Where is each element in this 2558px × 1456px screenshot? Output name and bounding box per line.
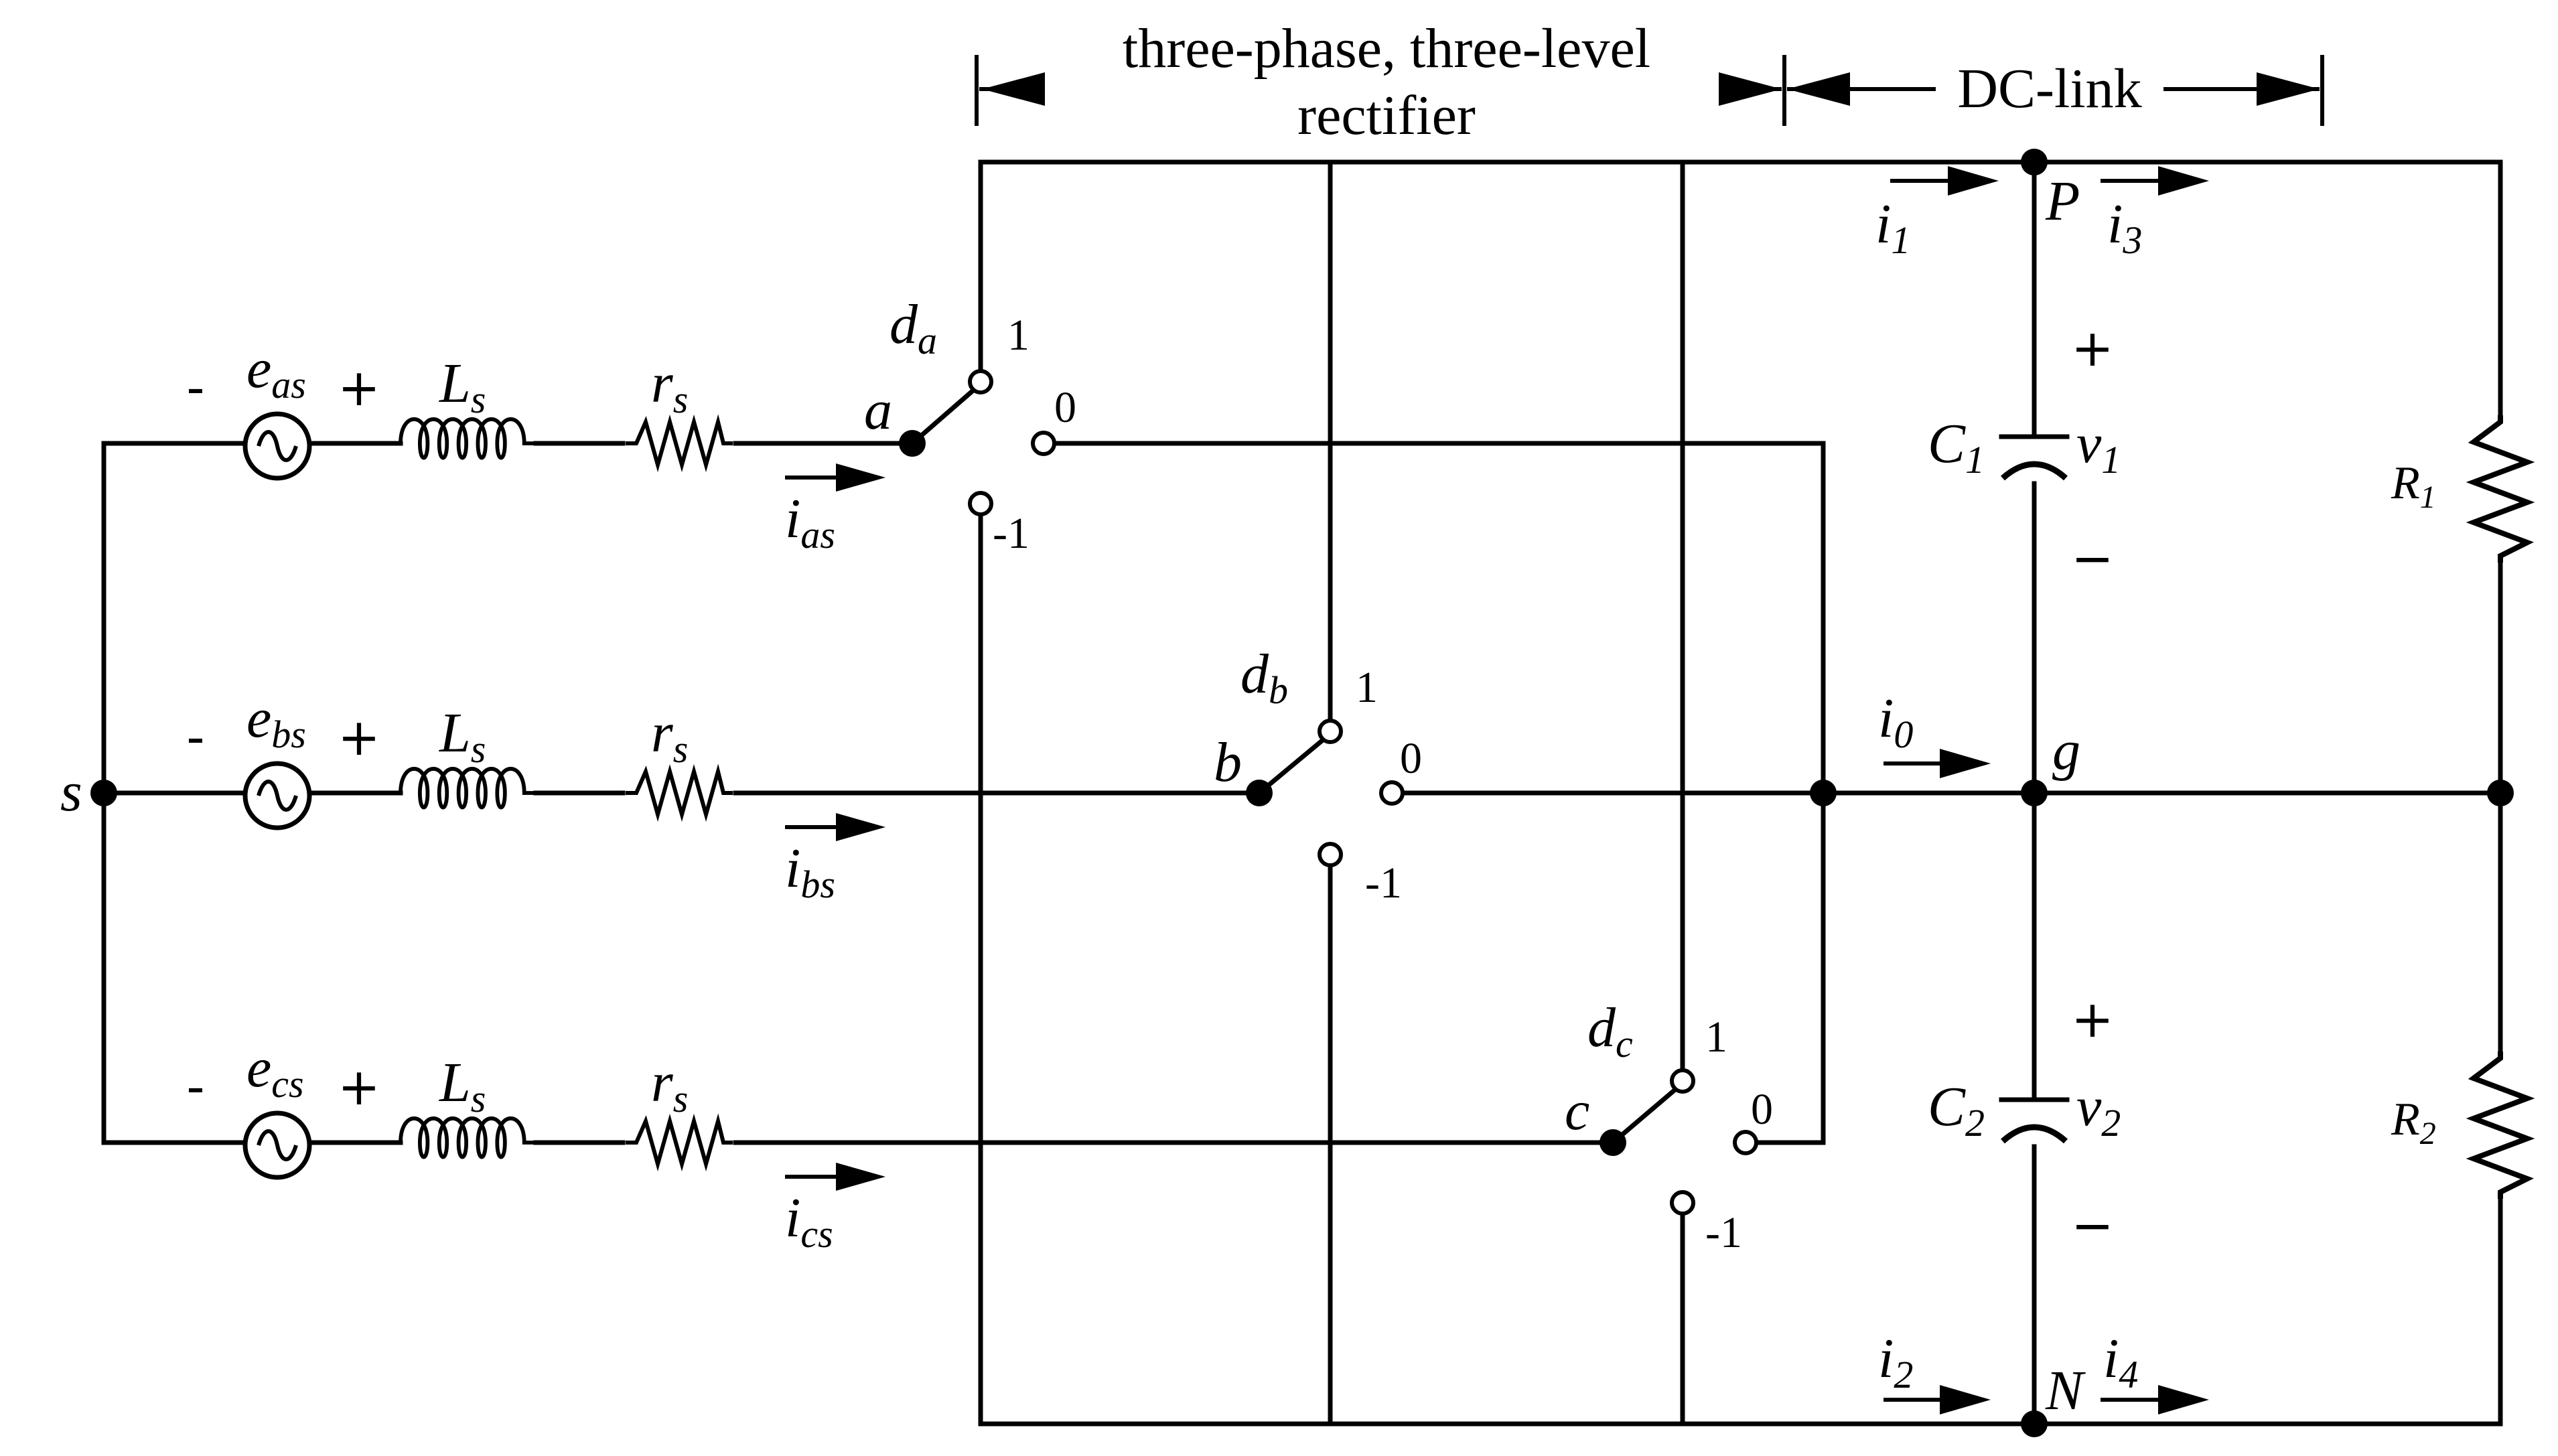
voltage-v2-label: v2 bbox=[2076, 1076, 2121, 1145]
node-c-label: c bbox=[1565, 1080, 1589, 1142]
switch-b-terminal-1 bbox=[1318, 719, 1343, 744]
current-ics-label: ics bbox=[785, 1187, 833, 1256]
resistor-r1-label: R1 bbox=[2391, 457, 2436, 515]
switch-c-level-1: 1 bbox=[1705, 1013, 1727, 1062]
source-b-minus: - bbox=[186, 707, 204, 767]
voltage-v1-label: v1 bbox=[2076, 413, 2121, 482]
capacitor-c2-icon bbox=[1999, 1097, 2070, 1144]
resistor-c-label: rs bbox=[651, 1051, 688, 1120]
ac-source-b-icon bbox=[245, 763, 309, 828]
resistor-r2-label: R2 bbox=[2391, 1094, 2436, 1151]
switch-a-terminal-0 bbox=[1031, 431, 1056, 456]
current-i3-label: i3 bbox=[2107, 193, 2142, 262]
switch-c-terminal-0 bbox=[1733, 1130, 1758, 1155]
switch-da-label: da bbox=[890, 293, 937, 362]
current-i1-label: i1 bbox=[1875, 193, 1910, 262]
node-s bbox=[90, 780, 117, 806]
resistor-a-icon bbox=[626, 422, 733, 465]
resistor-r1-icon bbox=[2474, 415, 2527, 563]
current-ias-label: ias bbox=[785, 488, 835, 557]
node-p bbox=[2021, 149, 2048, 175]
node-s-label: s bbox=[60, 761, 82, 823]
wiring bbox=[101, 159, 2503, 1427]
current-i4-label: i4 bbox=[2103, 1327, 2138, 1396]
switch-a-level-0: 0 bbox=[1054, 383, 1076, 432]
phase-a: - + eas Ls rs ias a da 1 0 -1 bbox=[186, 293, 1076, 558]
switch-a-terminal-1 bbox=[968, 369, 993, 394]
switch-c-level-0: 0 bbox=[1751, 1085, 1773, 1134]
switch-c-terminal-1 bbox=[1670, 1068, 1695, 1094]
source-b-plus: + bbox=[338, 707, 380, 767]
phase-b: - + ebs Ls rs ibs b db 1 0 -1 bbox=[186, 643, 1422, 907]
dclink-bracket: DC-link bbox=[1787, 55, 2324, 126]
inductor-b-label: Ls bbox=[439, 702, 486, 771]
switch-b-level-1: 1 bbox=[1356, 663, 1378, 712]
switch-dc-label: dc bbox=[1587, 997, 1633, 1066]
inductor-a-icon bbox=[401, 419, 536, 458]
source-c-label: ecs bbox=[246, 1037, 304, 1106]
rectifier-title-line2: rectifier bbox=[1297, 84, 1476, 147]
ac-source-a-icon bbox=[245, 414, 309, 478]
capacitor-c2-plus: + bbox=[2071, 989, 2114, 1049]
switch-c-terminal-minus1 bbox=[1670, 1190, 1695, 1216]
source-a-minus: - bbox=[186, 358, 204, 417]
capacitor-c1-label: C1 bbox=[1928, 413, 1985, 482]
node-g bbox=[2021, 780, 2048, 806]
node-n-label: N bbox=[2045, 1360, 2086, 1422]
phase-c: - + ecs Ls rs ics c dc 1 0 -1 bbox=[186, 997, 1773, 1257]
capacitor-c2-minus: − bbox=[2071, 1195, 2114, 1255]
current-i2-label: i2 bbox=[1878, 1327, 1913, 1396]
resistor-a-label: rs bbox=[651, 352, 688, 421]
junction-resistors bbox=[2487, 780, 2514, 806]
node-n bbox=[2021, 1410, 2048, 1437]
rectifier-title-line1: three-phase, three-level bbox=[1123, 17, 1650, 80]
dclink-title: DC-link bbox=[1957, 58, 2141, 120]
switch-c-level-minus1: -1 bbox=[1705, 1208, 1742, 1257]
node-g-label: g bbox=[2052, 719, 2080, 782]
switch-db-label: db bbox=[1240, 643, 1288, 712]
node-p-label: P bbox=[2045, 170, 2080, 232]
switch-a-level-minus1: -1 bbox=[993, 509, 1029, 558]
rectifier-bracket: three-phase, three-level rectifier bbox=[975, 17, 1786, 147]
source-a-label: eas bbox=[246, 338, 306, 407]
node-a-label: a bbox=[864, 379, 892, 441]
ac-source-c-icon bbox=[245, 1113, 309, 1177]
capacitor-c2-label: C2 bbox=[1928, 1076, 1985, 1145]
source-c-minus: - bbox=[186, 1057, 204, 1116]
capacitor-c1-minus: − bbox=[2071, 528, 2114, 588]
resistor-r2-icon bbox=[2474, 1051, 2527, 1199]
resistor-b-label: rs bbox=[651, 702, 688, 771]
source-b-label: ebs bbox=[246, 687, 306, 756]
capacitor-c1-icon bbox=[1999, 434, 2070, 481]
resistor-c-icon bbox=[626, 1121, 733, 1164]
switch-b-level-0: 0 bbox=[1400, 734, 1422, 783]
dc-link: P g N i1 i3 i0 i2 i4 C1 v1 + − C bbox=[1810, 149, 2527, 1437]
inductor-b-icon bbox=[401, 769, 536, 808]
source-c-plus: + bbox=[338, 1057, 380, 1116]
junction-neutral bbox=[1810, 780, 1837, 806]
capacitor-c1-plus: + bbox=[2071, 318, 2114, 378]
switch-b-terminal-0 bbox=[1379, 780, 1405, 806]
inductor-c-label: Ls bbox=[439, 1051, 486, 1120]
switch-a-terminal-minus1 bbox=[968, 491, 993, 516]
current-i0-label: i0 bbox=[1878, 687, 1913, 756]
resistor-b-icon bbox=[626, 772, 733, 814]
inductor-a-label: Ls bbox=[439, 352, 486, 421]
node-b-label: b bbox=[1214, 731, 1242, 794]
inductor-c-icon bbox=[401, 1118, 536, 1157]
switch-b-terminal-minus1 bbox=[1318, 842, 1343, 867]
current-ibs-label: ibs bbox=[785, 837, 835, 906]
switch-b-level-minus1: -1 bbox=[1365, 859, 1402, 907]
source-a-plus: + bbox=[338, 358, 380, 417]
switch-a-level-1: 1 bbox=[1007, 311, 1029, 360]
